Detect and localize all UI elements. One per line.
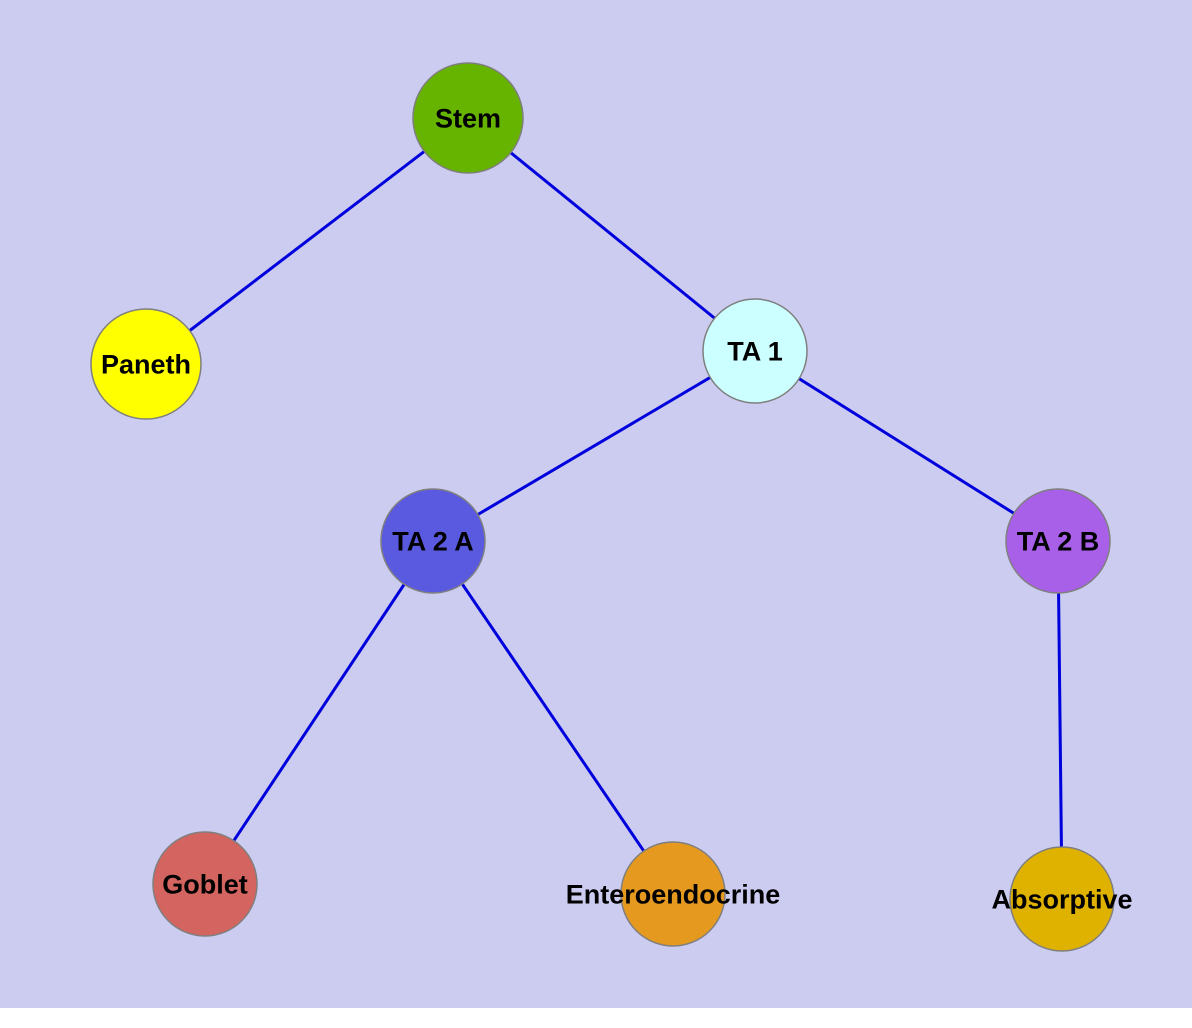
node-circle-paneth[interactable] [90,308,202,420]
node-circle-ta2a[interactable] [380,488,486,594]
edge-ta1-ta2b [754,349,1059,543]
node-circle-goblet[interactable] [152,831,258,937]
node-stem[interactable]: Stem [412,62,524,174]
node-circle-absorptive[interactable] [1009,846,1115,952]
node-ta2a[interactable]: TA 2 A [380,488,486,594]
edge-ta1-ta2a [432,349,756,543]
node-ta1[interactable]: TA 1 [702,298,808,404]
edge-ta2a-enteroendocrine [431,540,675,895]
node-paneth[interactable]: Paneth [90,308,202,420]
edge-ta2b-absorptive [1056,540,1064,900]
edge-stem-ta1 [467,116,756,353]
node-circle-stem[interactable] [412,62,524,174]
node-goblet[interactable]: Goblet [152,831,258,937]
node-circle-ta2b[interactable] [1005,488,1111,594]
edge-stem-paneth [145,116,469,366]
node-ta2b[interactable]: TA 2 B [1005,488,1111,594]
node-circle-ta1[interactable] [702,298,808,404]
node-circle-enteroendocrine[interactable] [620,841,726,947]
edge-ta2a-goblet [203,540,435,885]
